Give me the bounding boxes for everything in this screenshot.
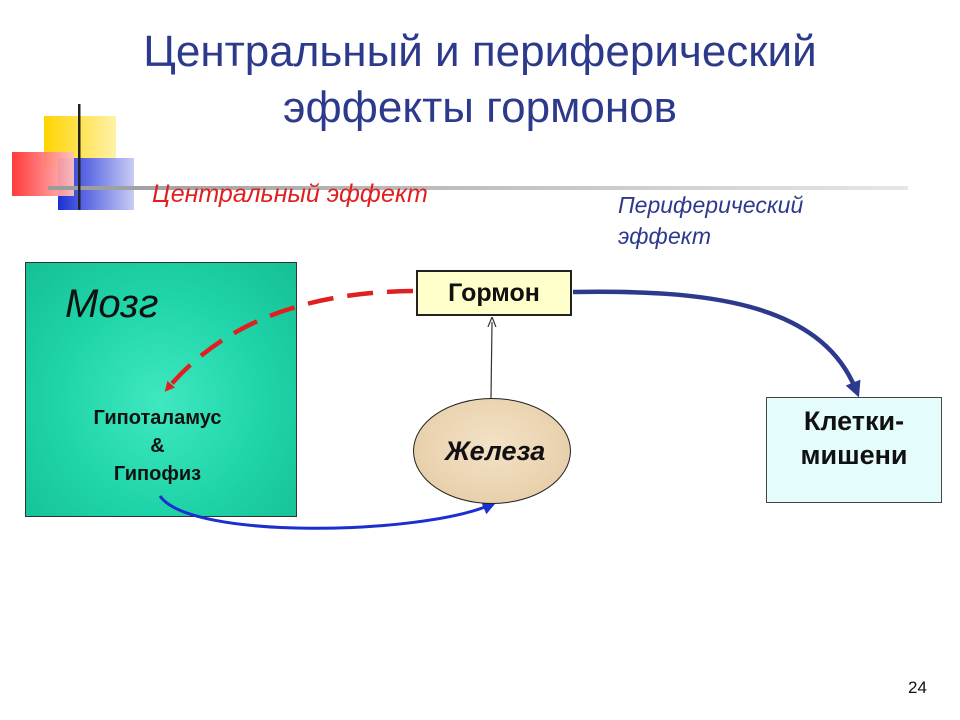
hormone-box: Гормон — [416, 270, 572, 316]
peripheral-effect-arrow — [572, 289, 861, 398]
slide-title-line-2: эффекты гормонов — [283, 83, 677, 132]
gland-label: Железа — [445, 436, 546, 466]
target-cells-box: Клетки- мишени — [766, 397, 942, 503]
vertical-rule — [78, 104, 81, 210]
slide-title: Центральный и периферический эффекты гор… — [0, 24, 960, 136]
hypothalamus-to-gland-arrow — [158, 495, 497, 530]
header-rule — [48, 186, 908, 190]
peripheral-effect-line-2: эффект — [618, 223, 712, 249]
gland-to-hormone-arrow — [491, 322, 492, 399]
central-effect-label: Центральный эффект — [152, 180, 428, 208]
decorative-squares — [12, 104, 908, 210]
peripheral-effect-label: Периферический эффект — [618, 190, 898, 252]
target-cells-line-1: Клетки- — [803, 406, 905, 436]
brain-label: Мозг — [65, 282, 159, 326]
page-number: 24 — [908, 678, 927, 697]
slide-title-line-1: Центральный и периферический — [143, 27, 817, 76]
hypothalamus-line-3: Гипофиз — [113, 463, 202, 485]
hypothalamus-line-2: & — [150, 435, 165, 457]
hypothalamus-pituitary-label: Гипоталамус & Гипофиз — [25, 404, 290, 488]
central-effect-arrow — [164, 288, 414, 392]
peripheral-effect-line-1: Периферический — [618, 192, 804, 218]
brain-box — [25, 262, 297, 517]
target-cells-line-2: мишени — [800, 440, 908, 470]
gland-ellipse — [413, 398, 571, 504]
hypothalamus-line-1: Гипоталамус — [93, 407, 222, 429]
